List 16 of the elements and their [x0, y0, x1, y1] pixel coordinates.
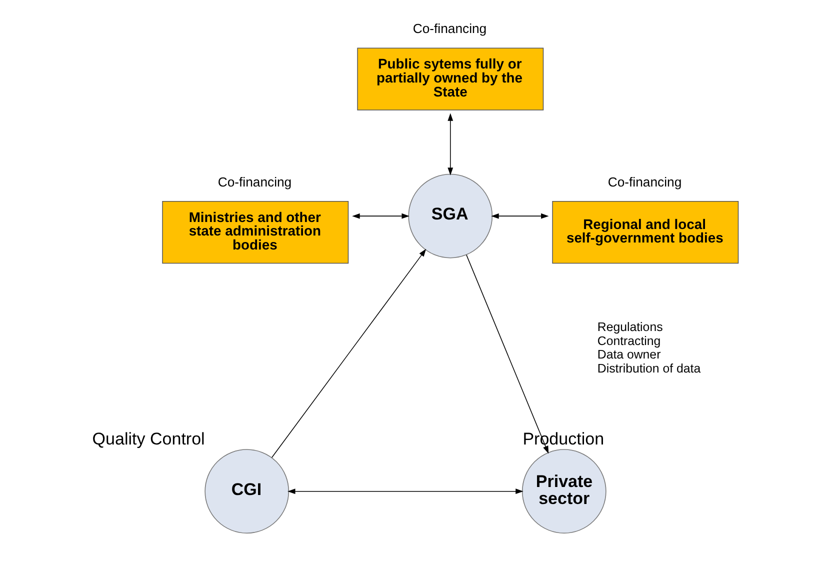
label: Data owner — [597, 348, 661, 362]
arrow — [448, 113, 454, 176]
node-label: Co-financing — [608, 174, 682, 190]
label: Regulations — [597, 320, 663, 334]
node-label: Co-financing — [412, 21, 487, 36]
label: Distribution of data — [597, 362, 701, 376]
node-label: Co-financing — [218, 174, 292, 190]
label: Contracting — [597, 334, 661, 348]
node-circle: Private sector — [522, 449, 606, 534]
arrow — [271, 248, 426, 458]
node-circle: CGI — [204, 449, 290, 534]
node-label: Quality Control — [92, 430, 205, 449]
arrow — [288, 488, 524, 494]
arrow — [466, 254, 549, 454]
arrow — [491, 213, 549, 219]
arrow — [352, 213, 410, 219]
